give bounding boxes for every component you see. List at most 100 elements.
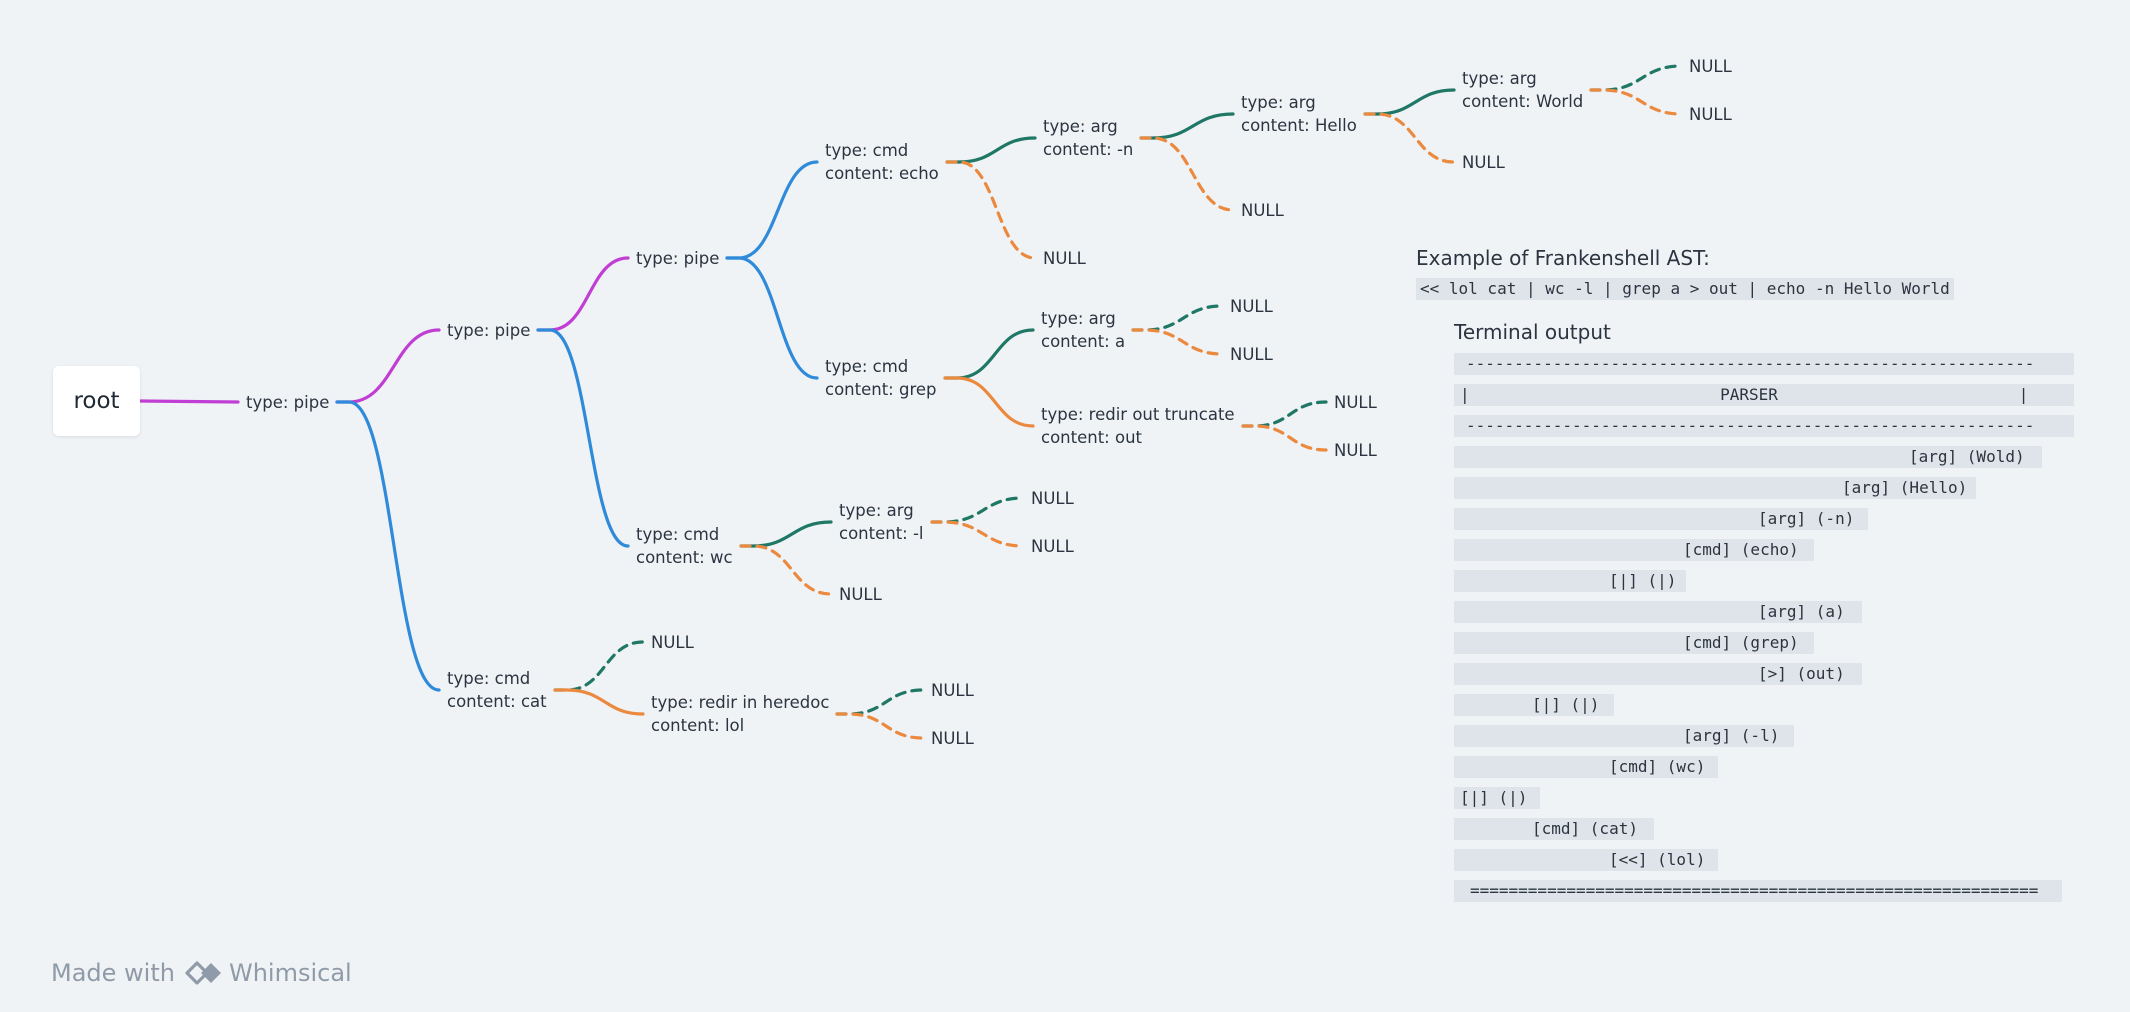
node-pipe-3[interactable]: type: pipe [636, 247, 719, 270]
node-pipe-1[interactable]: type: pipe [246, 391, 329, 414]
connector-pipe-2-to-pipe-3 [536, 256, 630, 332]
node-null-n-b[interactable]: NULL [1241, 199, 1284, 222]
node-type-label: type: arg [1041, 309, 1116, 328]
node-type-label: NULL [931, 680, 974, 700]
node-type-label: NULL [1334, 392, 1377, 412]
node-null-hello-b[interactable]: NULL [1462, 151, 1505, 174]
terminal-line-text: [arg] (Hello) [1842, 478, 1968, 497]
terminal-line: [|] (|) [1454, 694, 1614, 716]
node-content-label: content: wc [636, 548, 733, 567]
example-command: << lol cat | wc -l | grep a > out | echo… [1416, 278, 1954, 300]
connector-redir-heredoc-to-null-heredoc-a [835, 688, 925, 716]
node-null-heredoc-b[interactable]: NULL [931, 727, 974, 750]
connector-arg-a-to-null-a-b [1131, 328, 1224, 356]
node-pipe-2[interactable]: type: pipe [447, 319, 530, 342]
node-content-label: content: -n [1043, 140, 1134, 159]
made-with-whimsical[interactable]: Made with Whimsical [51, 958, 352, 988]
node-type-label: NULL [1031, 536, 1074, 556]
node-type-label: NULL [931, 728, 974, 748]
node-type-label: NULL [1689, 56, 1732, 76]
whimsical-brand: Whimsical [228, 959, 352, 987]
node-content-label: content: World [1462, 92, 1584, 111]
node-null-l-a[interactable]: NULL [1031, 487, 1074, 510]
node-content-label: content: a [1041, 332, 1126, 351]
node-null-world-a[interactable]: NULL [1689, 55, 1732, 78]
connector-cmd-grep-to-redir-out [943, 376, 1035, 428]
terminal-line-text: [cmd] (cat) [1532, 819, 1638, 838]
made-with-text: Made with [51, 959, 175, 987]
node-null-out-a[interactable]: NULL [1334, 391, 1377, 414]
terminal-line: [arg] (a) [1454, 601, 1862, 623]
node-type-label: NULL [1031, 488, 1074, 508]
terminal-line-text: [cmd] (grep) [1683, 633, 1799, 652]
node-null-a-b[interactable]: NULL [1230, 343, 1273, 366]
example-title: Example of Frankenshell AST: [1416, 246, 1710, 270]
connector-arg-l-to-null-l-b [930, 520, 1025, 548]
connector-cmd-cat-to-null-cat-a [553, 640, 645, 692]
connector-arg-world-to-null-world-a [1589, 64, 1683, 92]
connector-redir-out-to-null-out-b [1241, 424, 1328, 452]
terminal-line-text: [arg] (-n) [1758, 509, 1855, 528]
node-null-l-b[interactable]: NULL [1031, 535, 1074, 558]
node-null-a-a[interactable]: NULL [1230, 295, 1273, 318]
terminal-title: Terminal output [1454, 320, 1611, 344]
terminal-line-text: [arg] (-l) [1683, 726, 1780, 745]
connector-arg-n-to-arg-hello [1139, 112, 1235, 140]
node-cmd-echo[interactable]: type: cmd content: echo [825, 139, 939, 185]
node-null-world-b[interactable]: NULL [1689, 103, 1732, 126]
node-null-cat-a[interactable]: NULL [651, 631, 694, 654]
connector-redir-out-to-null-out-a [1241, 400, 1328, 428]
terminal-line: [|] (|) [1454, 570, 1686, 592]
node-type-label: NULL [1334, 440, 1377, 460]
node-type-label: type: cmd [825, 141, 909, 160]
node-null-heredoc-a[interactable]: NULL [931, 679, 974, 702]
node-type-label: type: pipe [246, 392, 330, 412]
connector-pipe-2-to-cmd-wc [536, 328, 630, 548]
terminal-line-text: [>] (out) [1758, 664, 1845, 683]
terminal-line-text: [arg] (a) [1758, 602, 1845, 621]
node-null-echo-b[interactable]: NULL [1043, 247, 1086, 270]
terminal-line: [cmd] (wc) [1454, 756, 1718, 778]
terminal-line-text: ----------------------------------------… [1466, 354, 2035, 373]
node-arg-a[interactable]: type: arg content: a [1041, 307, 1125, 353]
node-type-label: NULL [1230, 296, 1273, 316]
node-type-label: type: redir in heredoc [651, 693, 830, 712]
connector-arg-hello-to-null-hello-b [1363, 112, 1456, 164]
connector-pipe-3-to-cmd-grep [725, 256, 819, 380]
node-type-label: NULL [1689, 104, 1732, 124]
terminal-line: [arg] (Wold) [1454, 446, 2042, 468]
node-type-label: type: pipe [447, 320, 531, 340]
connector-root-to-pipe-1 [138, 399, 240, 404]
terminal-line-text: [|] (|) [1609, 571, 1677, 590]
root-node[interactable]: root [53, 366, 140, 436]
node-type-label: NULL [1230, 344, 1273, 364]
node-type-label: NULL [839, 584, 882, 604]
terminal-line: [cmd] (cat) [1454, 818, 1654, 840]
terminal-line: [arg] (-n) [1454, 508, 1868, 530]
node-type-label: type: cmd [447, 669, 531, 688]
node-type-label: type: redir out truncate [1041, 405, 1235, 424]
terminal-line-text: [arg] (Wold) [1909, 447, 2025, 466]
connector-cmd-echo-to-null-echo-b [945, 160, 1037, 260]
node-type-label: NULL [1241, 200, 1284, 220]
connector-cmd-cat-to-redir-heredoc [553, 688, 645, 716]
node-type-label: type: cmd [825, 357, 909, 376]
node-content-label: content: echo [825, 164, 939, 183]
node-null-wc-b[interactable]: NULL [839, 583, 882, 606]
connector-cmd-wc-to-null-wc-b [739, 544, 833, 596]
terminal-line: [arg] (Hello) [1454, 477, 1976, 499]
connector-cmd-echo-to-arg-n [945, 136, 1037, 164]
node-null-out-b[interactable]: NULL [1334, 439, 1377, 462]
connector-redir-heredoc-to-null-heredoc-b [835, 712, 925, 740]
node-content-label: content: -l [839, 524, 924, 543]
terminal-line: | PARSER | [1454, 384, 2074, 406]
